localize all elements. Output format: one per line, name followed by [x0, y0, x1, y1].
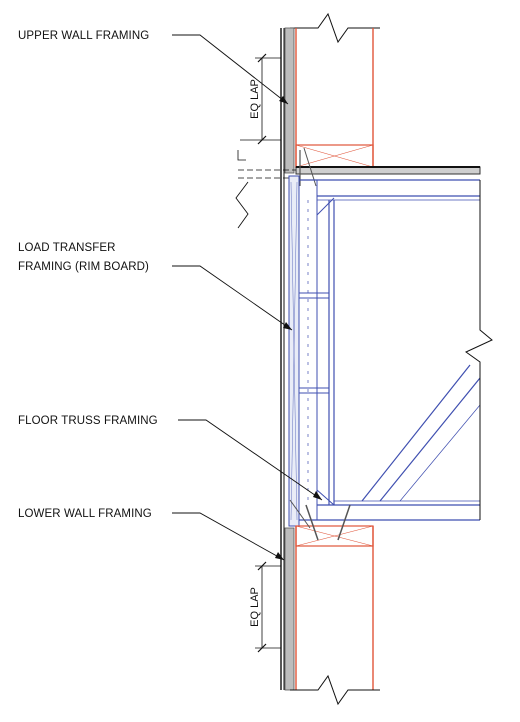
floor-truss — [298, 179, 493, 521]
upper-wall-label: UPPER WALL FRAMING — [18, 30, 149, 42]
callout-load-transfer: LOAD TRANSFER FRAMING (RIM BOARD) — [18, 242, 293, 331]
lower-wall-label: LOWER WALL FRAMING — [18, 508, 152, 520]
load-transfer-label-line1: LOAD TRANSFER — [18, 242, 116, 254]
callout-upper-wall: UPPER WALL FRAMING — [18, 30, 289, 105]
lower-wall — [284, 499, 380, 706]
upper-lap-dimension: EQ LAP — [240, 53, 281, 145]
weather-barrier — [280, 28, 285, 690]
upper-lap-label: EQ LAP — [249, 79, 261, 119]
callout-floor-truss: FLOOR TRUSS FRAMING — [18, 415, 323, 501]
load-transfer-label-line2: FRAMING (RIM BOARD) — [18, 261, 149, 273]
floor-truss-label: FLOOR TRUSS FRAMING — [18, 415, 158, 427]
callout-lower-wall: LOWER WALL FRAMING — [18, 508, 285, 561]
upper-wall — [284, 12, 380, 174]
rim-board — [288, 175, 300, 527]
lower-lap-dimension: EQ LAP — [249, 561, 281, 653]
lower-lap-label: EQ LAP — [249, 587, 261, 627]
floor-sheathing — [235, 147, 481, 229]
